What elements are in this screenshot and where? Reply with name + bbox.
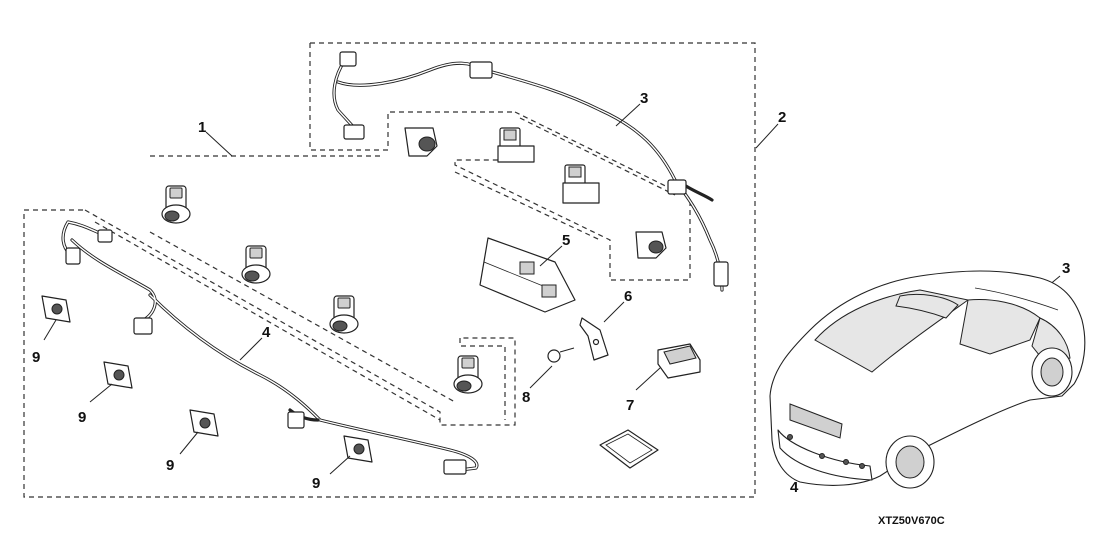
sensor-holder: [103, 361, 133, 389]
callout-9: 9: [32, 349, 40, 366]
callout-8: 8: [522, 389, 530, 406]
sensor-icon: [453, 355, 483, 394]
rear-sensor-harness: [61, 220, 479, 475]
callout-7: 7: [626, 397, 634, 414]
vehicle-callout-3: 3: [1062, 260, 1070, 277]
diagram-code: XTZ50V670C: [878, 515, 945, 527]
front-sensor-group: [404, 127, 667, 259]
callout-6: 6: [624, 288, 632, 305]
callout-9: 9: [166, 457, 174, 474]
adhesive-pad: [599, 429, 659, 469]
sensor-holder: [189, 409, 219, 437]
callout-5: 5: [562, 232, 570, 249]
sensor-holder-group: [41, 295, 373, 463]
vehicle-illustration: [769, 270, 1086, 489]
screw: [547, 347, 575, 363]
sensor-icon: [241, 245, 271, 284]
sensor-icon: [635, 231, 667, 259]
callout-3: 3: [640, 90, 648, 107]
sensor-icon: [329, 295, 359, 334]
vehicle-callout-4: 4: [790, 479, 799, 496]
sensor-icon: [404, 127, 438, 157]
parking-sensor-unit: [479, 237, 576, 313]
callout-labels: 1 2 3 4 5 6 7 8 9 9 9 9 3 4 XTZ50V670C: [32, 90, 1070, 527]
callout-9: 9: [312, 475, 320, 492]
sensor-icon: [562, 164, 600, 204]
front-sensor-harness: [332, 51, 729, 292]
callout-9: 9: [78, 409, 86, 426]
buzzer: [657, 343, 701, 379]
sensor-holder: [343, 435, 373, 463]
callout-1: 1: [198, 119, 206, 136]
rear-sensor-group: [161, 185, 483, 394]
sensor-holder: [41, 295, 71, 323]
sensor-icon: [161, 185, 191, 224]
kit-boundary-lines: [23, 42, 756, 498]
callout-2: 2: [778, 109, 786, 126]
sensor-icon: [497, 127, 535, 163]
callout-4: 4: [262, 324, 271, 341]
bracket: [579, 317, 609, 361]
